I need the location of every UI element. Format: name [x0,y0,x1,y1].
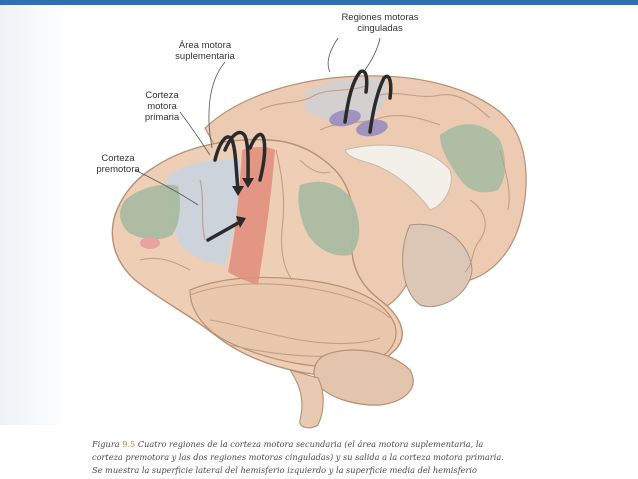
label-cingulate-motor-regions: Regiones motoras cinguladas [325,12,435,34]
figure-caption: Figura 9.5 Cuatro regiones de la corteza… [92,438,632,477]
caption-line-3: Se muestra la superficie lateral del hem… [92,464,632,477]
label-supplementary-motor-area: Área motora suplementaria [150,40,260,62]
label-premotor-cortex: Corteza premotora [78,153,158,175]
caption-number: 9.5 [122,439,135,449]
frontal-spot [140,237,160,249]
brainstem [290,370,323,428]
caption-line1-text: Cuatro regiones de la corteza motora sec… [138,439,483,449]
cerebellum-lateral [314,350,413,405]
label-primary-motor-cortex: Corteza motora primaria [122,90,202,123]
caption-line-2: corteza premotora y las dos regiones mot… [92,451,632,464]
caption-prefix: Figura [92,439,120,449]
caption-line-1: Figura 9.5 Cuatro regiones de la corteza… [92,438,632,451]
